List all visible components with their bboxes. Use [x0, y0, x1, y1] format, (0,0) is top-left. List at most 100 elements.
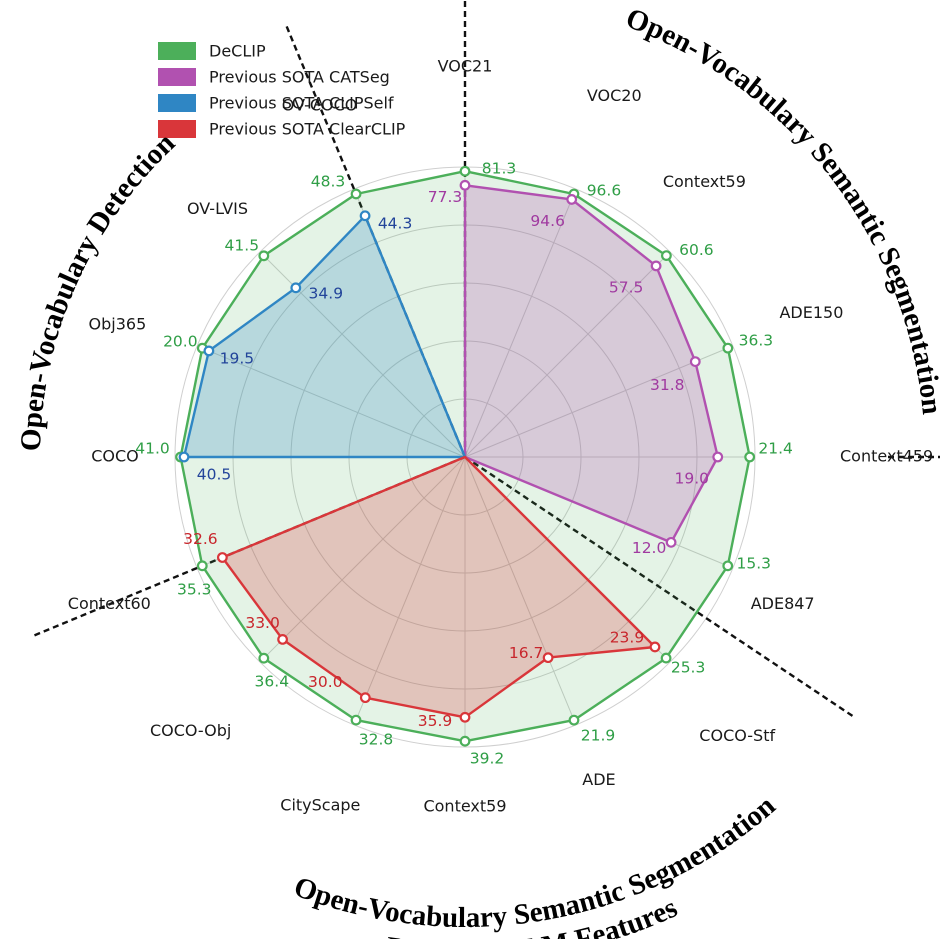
- data-point: [258, 652, 270, 664]
- data-point: [661, 250, 672, 261]
- axis-label: ADE: [582, 770, 615, 789]
- data-point: [459, 179, 471, 191]
- axis-label: COCO-Obj: [150, 721, 231, 740]
- data-label: 20.0: [163, 333, 198, 351]
- data-label: 25.3: [671, 659, 706, 677]
- data-label: 15.3: [737, 554, 772, 572]
- data-label: 32.6: [183, 530, 218, 548]
- axis-label: VOC20: [587, 86, 642, 105]
- axis-spoke: [464, 456, 577, 726]
- axis-label: OV-LVIS: [187, 199, 248, 218]
- data-point: [744, 451, 756, 463]
- data-point: [665, 536, 677, 548]
- axis-spoke: [259, 456, 466, 663]
- data-point: [350, 714, 362, 726]
- axis-label: CityScape: [280, 796, 360, 815]
- legend-entry: Previous SOTA CLIPSelf: [209, 94, 394, 113]
- data-label: 40.5: [197, 466, 232, 484]
- region-title-vlm-features: Open-Vocabulary Semantic Segmentation: [290, 790, 782, 934]
- data-point: [216, 552, 228, 563]
- axis-spoke: [464, 188, 577, 458]
- axis-label: OV-COCO: [282, 95, 358, 114]
- data-label: 41.5: [225, 236, 260, 254]
- data-label: 35.3: [177, 580, 212, 598]
- legend-swatch: [158, 42, 196, 60]
- legend-swatch: [158, 68, 196, 86]
- legend-swatch: [158, 94, 196, 112]
- region-divider: [464, 456, 857, 720]
- data-point: [178, 451, 190, 463]
- data-label: 21.9: [581, 727, 616, 745]
- data-label: 33.0: [245, 614, 280, 632]
- axis-label: ADE847: [751, 594, 815, 613]
- data-point: [722, 560, 734, 572]
- data-point: [196, 560, 208, 572]
- data-point: [459, 735, 471, 747]
- series-area-previous-sota-catseg: [463, 184, 719, 544]
- data-label: 48.3: [311, 172, 346, 190]
- data-label: 19.0: [674, 470, 709, 488]
- data-label: 41.0: [135, 440, 170, 458]
- axis-label: Context59: [423, 797, 506, 816]
- data-label: 35.9: [418, 712, 453, 730]
- legend-swatch: [158, 120, 196, 138]
- region-title-detection: Open-Vocabulary Detection: [15, 127, 181, 452]
- data-point: [350, 188, 362, 200]
- axis-spoke: [196, 345, 466, 458]
- data-labels: 81.3 96.6 60.6 36.3 21.4 15.3 25.3 21.9 39.2 32.8…: [135, 160, 793, 768]
- axis-label: Context60: [68, 594, 151, 613]
- data-label: 23.9: [610, 628, 645, 646]
- series-area-previous-sota-clipself: [182, 214, 467, 459]
- data-point: [277, 633, 289, 645]
- axis-spoke: [464, 251, 671, 458]
- data-label: 44.3: [378, 214, 413, 232]
- data-label: 30.0: [308, 673, 343, 691]
- data-label: 39.2: [470, 750, 505, 768]
- data-point: [290, 282, 302, 294]
- axis-label: COCO-Stf: [699, 726, 775, 745]
- data-label: 32.8: [359, 731, 394, 749]
- data-point: [459, 165, 471, 177]
- data-label: 81.3: [482, 160, 517, 178]
- data-point: [712, 451, 724, 463]
- legend-entry: DeCLIP: [209, 42, 266, 61]
- data-point: [542, 652, 554, 664]
- data-label: 57.5: [609, 278, 644, 296]
- data-point: [566, 194, 578, 205]
- data-label: 36.3: [739, 332, 774, 350]
- axis-label: Obj365: [89, 314, 147, 333]
- axis-label: Context59: [663, 172, 746, 191]
- axis-label: Context459: [840, 447, 933, 466]
- series-polygons: [179, 169, 751, 743]
- data-point: [568, 714, 580, 726]
- data-label: 96.6: [587, 181, 622, 199]
- legend-entry: Previous SOTA ClearCLIP: [209, 120, 406, 139]
- legend-entry: Previous SOTA CATSeg: [209, 68, 390, 87]
- data-label: 94.6: [530, 212, 565, 230]
- data-label: 12.0: [632, 539, 667, 557]
- series-markers: [175, 165, 756, 747]
- data-point: [722, 342, 734, 354]
- axis-label: COCO: [91, 447, 139, 466]
- data-label: 19.5: [220, 349, 255, 367]
- data-point: [459, 711, 471, 723]
- data-point: [689, 356, 701, 368]
- data-label: 16.7: [509, 644, 544, 662]
- axis-spoke: [464, 345, 734, 458]
- data-label: 77.3: [428, 188, 463, 206]
- data-label: 31.8: [650, 376, 685, 394]
- data-label: 36.4: [255, 673, 290, 691]
- axis-labels: VOC21VOC20Context59ADE150Context459ADE84…: [68, 57, 933, 816]
- data-point: [660, 652, 672, 664]
- series-area-previous-sota-clearclip: [221, 455, 657, 719]
- data-label: 60.6: [679, 241, 714, 259]
- axis-label: VOC21: [438, 57, 493, 76]
- data-point: [650, 260, 662, 272]
- data-label: 34.9: [309, 284, 344, 302]
- data-point: [258, 250, 270, 262]
- axis-spoke: [353, 456, 466, 726]
- data-label: 21.4: [758, 440, 793, 458]
- axis-label: ADE150: [779, 303, 843, 322]
